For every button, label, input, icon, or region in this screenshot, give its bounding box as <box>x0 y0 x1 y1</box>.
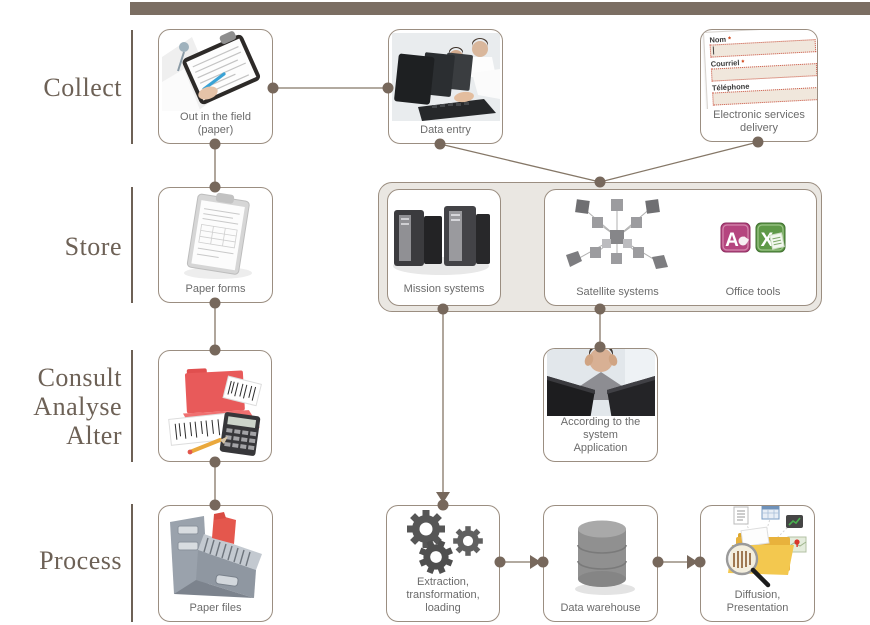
box-paper-forms: Paper forms <box>158 187 273 303</box>
box-mission-systems: Mission systems <box>387 189 501 306</box>
folder-magnifier-icon <box>701 506 814 589</box>
box-out-in-the-field: Out in the field (paper) <box>158 29 273 144</box>
server-racks-icon <box>388 190 500 283</box>
header-bar <box>130 2 870 15</box>
box-data-entry: Data entry <box>388 29 503 144</box>
box-label: Mission systems <box>403 283 485 295</box>
text-caret <box>712 46 715 55</box>
box-label: Office tools <box>725 286 781 298</box>
arrowhead-down-icon <box>436 492 450 503</box>
bracket-process <box>131 504 133 622</box>
box-label: Data warehouse <box>560 602 641 614</box>
box-label: Paper files <box>189 602 242 614</box>
box-etl: Extraction, transformation, loading <box>386 505 500 622</box>
paper-form-clipboard-icon <box>159 188 272 283</box>
gears-icon <box>387 506 499 576</box>
box-electronic-services: Nom * Courriel * Téléphone Electronic se… <box>700 29 818 142</box>
arrowhead-right-icon <box>687 555 698 569</box>
box-label: Satellite systems <box>576 286 659 298</box>
bracket-collect <box>131 30 133 144</box>
spreadsheet-icon <box>761 506 779 519</box>
box-label: According to the system Application <box>560 416 641 454</box>
office-tools-section: A X Office tools <box>690 190 816 305</box>
box-according-system: According to the system Application <box>543 348 658 462</box>
box-label: Diffusion, Presentation <box>726 589 789 614</box>
box-data-warehouse: Data warehouse <box>543 505 658 622</box>
svg-text:A: A <box>725 230 739 251</box>
box-paper-files: Paper files <box>158 505 273 622</box>
data-entry-computers-icon <box>389 30 502 124</box>
box-label: Paper forms <box>185 283 246 295</box>
box-satellite-and-office: Satellite systems A X <box>544 189 817 306</box>
bracket-consult <box>131 350 133 462</box>
database-cylinder-icon <box>544 506 657 602</box>
box-label: Out in the field (paper) <box>180 111 251 136</box>
red-folder-barcodes-calculator-icon <box>159 351 271 461</box>
excel-icon: X <box>755 222 786 253</box>
network-cubes-icon <box>545 190 690 286</box>
access-icon: A <box>720 222 751 253</box>
box-label: Electronic services delivery <box>713 109 805 134</box>
arrowhead-right-icon <box>530 555 541 569</box>
required-asterisk: * <box>741 57 745 68</box>
box-diffusion: Diffusion, Presentation <box>700 505 815 622</box>
form-panel: Nom * Courriel * Téléphone <box>703 30 817 109</box>
box-folders-barcodes <box>158 350 272 462</box>
box-label: Data entry <box>420 124 471 136</box>
clipboard-doctor-icon <box>159 30 272 111</box>
office-icons: A X <box>690 190 816 286</box>
stressed-user-monitors-icon <box>544 349 657 416</box>
filing-drawer-icon <box>159 506 272 602</box>
row-label-store: Store <box>64 232 122 261</box>
systems-group-box: Mission systems <box>378 182 822 312</box>
connector-dots <box>209 82 764 568</box>
row-label-process: Process <box>39 546 122 575</box>
row-label-consult-analyse-alter: Consult Analyse Alter <box>33 363 122 450</box>
required-asterisk: * <box>727 34 732 44</box>
chart-icon <box>785 514 803 528</box>
row-label-collect: Collect <box>43 73 122 102</box>
satellite-systems-section: Satellite systems <box>545 190 690 305</box>
box-label: Extraction, transformation, loading <box>406 576 480 614</box>
document-icon <box>733 506 748 524</box>
web-form-icon: Nom * Courriel * Téléphone <box>701 30 817 109</box>
magnifier-icon <box>725 542 770 587</box>
bracket-store <box>131 187 133 303</box>
